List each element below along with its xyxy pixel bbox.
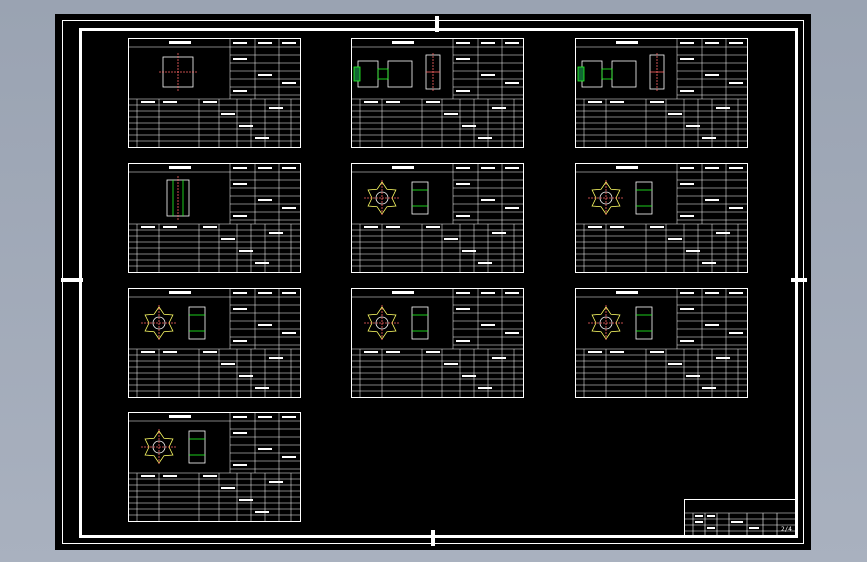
split-block-part-drawing	[352, 39, 523, 147]
process-card-sheet[interactable]	[575, 163, 748, 273]
title-block: 2/4	[684, 499, 798, 538]
split-block-part-drawing	[576, 39, 747, 147]
process-card-sheet[interactable]	[128, 163, 301, 273]
gear-part-drawing	[129, 289, 300, 397]
title-block-grid	[685, 512, 798, 538]
process-card-sheet[interactable]	[351, 288, 524, 398]
top-center-marker	[435, 16, 439, 32]
left-center-marker	[61, 278, 83, 282]
process-card-sheet[interactable]	[575, 288, 748, 398]
process-card-sheet[interactable]	[575, 38, 748, 148]
bar-part-drawing	[129, 164, 300, 272]
process-card-sheet[interactable]	[128, 38, 301, 148]
process-card-sheet[interactable]	[128, 288, 301, 398]
sheet-number: 2/4	[781, 526, 792, 533]
bottom-center-marker	[431, 530, 435, 546]
process-card-sheet[interactable]	[351, 38, 524, 148]
right-center-marker	[791, 278, 807, 282]
gear-part-drawing	[352, 289, 523, 397]
process-card-sheet[interactable]	[351, 163, 524, 273]
gear-part-drawing	[576, 164, 747, 272]
square-part-drawing	[129, 39, 300, 147]
gear-part-drawing	[129, 413, 300, 521]
process-card-sheet[interactable]	[128, 412, 301, 522]
cad-model-space[interactable]: 2/4	[55, 14, 811, 550]
gear-part-drawing	[576, 289, 747, 397]
gear-part-drawing	[352, 164, 523, 272]
